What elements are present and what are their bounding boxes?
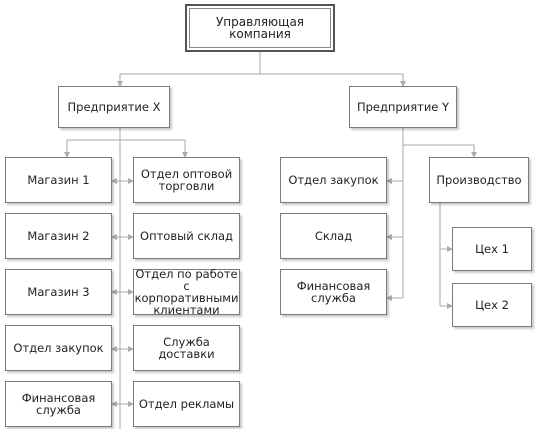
x-unit-label: Финансовая служба bbox=[21, 391, 96, 417]
root-label: Управляющая компания bbox=[215, 15, 305, 41]
y-workshop-1: Цех 1 bbox=[452, 227, 532, 271]
x-unit-label: Отдел рекламы bbox=[138, 397, 235, 411]
y-unit-purchasing: Отдел закупок bbox=[280, 157, 387, 203]
workshop-label: Цех 2 bbox=[475, 298, 509, 312]
x-unit-label: Отдел по работе с корпоративными клиента… bbox=[134, 267, 239, 317]
x-unit-label: Магазин 2 bbox=[27, 229, 90, 243]
y-workshop-2: Цех 2 bbox=[452, 283, 532, 327]
enterprise-x-label: Предприятие X bbox=[67, 100, 161, 114]
y-unit-warehouse: Склад bbox=[280, 213, 387, 259]
y-unit-label: Финансовая служба bbox=[296, 279, 371, 305]
x-unit-label: Магазин 1 bbox=[27, 173, 90, 187]
enterprise-y-node: Предприятие Y bbox=[349, 86, 457, 128]
x-unit-advertising: Отдел рекламы bbox=[133, 381, 240, 427]
x-unit-corporate-clients: Отдел по работе с корпоративными клиента… bbox=[133, 267, 240, 317]
x-unit-shop-3: Магазин 3 bbox=[5, 269, 112, 315]
x-unit-shop-1: Магазин 1 bbox=[5, 157, 112, 203]
x-unit-label: Отдел оптовой торговли bbox=[140, 167, 233, 193]
enterprise-y-label: Предприятие Y bbox=[356, 100, 450, 114]
x-unit-delivery: Служба доставки bbox=[133, 325, 240, 371]
x-unit-label: Отдел закупок bbox=[13, 341, 104, 355]
x-unit-purchasing: Отдел закупок bbox=[5, 325, 112, 371]
x-unit-wholesale: Отдел оптовой торговли bbox=[133, 157, 240, 203]
workshop-label: Цех 1 bbox=[475, 242, 509, 256]
x-unit-wholesale-warehouse: Оптовый склад bbox=[133, 213, 240, 259]
x-unit-label: Магазин 3 bbox=[27, 285, 90, 299]
x-unit-label: Служба доставки bbox=[158, 335, 215, 361]
x-unit-shop-2: Магазин 2 bbox=[5, 213, 112, 259]
x-unit-finance: Финансовая служба bbox=[5, 381, 112, 427]
y-unit-production: Производство bbox=[429, 157, 529, 203]
y-unit-finance: Финансовая служба bbox=[280, 269, 387, 315]
root-node: Управляющая компания bbox=[185, 4, 335, 52]
x-unit-label: Оптовый склад bbox=[140, 229, 233, 243]
y-unit-label: Производство bbox=[436, 173, 522, 187]
y-unit-label: Склад bbox=[314, 229, 353, 243]
y-unit-label: Отдел закупок bbox=[288, 173, 379, 187]
enterprise-x-node: Предприятие X bbox=[58, 86, 170, 128]
